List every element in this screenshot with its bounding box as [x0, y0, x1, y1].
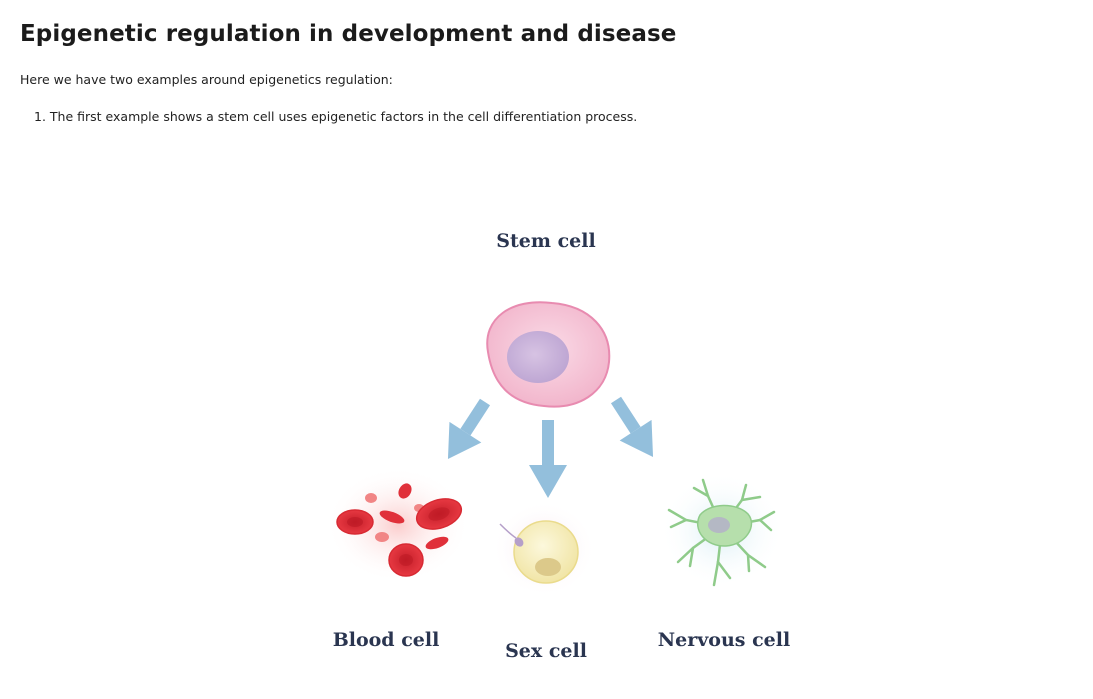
- blood-cell-label: Blood cell: [332, 629, 440, 651]
- arrow-to-sex-cell-icon: [529, 420, 567, 498]
- blood-cell-icon: [326, 467, 470, 583]
- example-list: 1. The first example shows a stem cell u…: [34, 109, 637, 124]
- arrow-to-nervous-cell-icon: [610, 396, 654, 458]
- nervous-cell-icon: [660, 472, 784, 588]
- sex-cell-icon: [492, 501, 596, 597]
- sex-cell-label: Sex cell: [505, 640, 587, 662]
- intro-text: Here we have two examples around epigene…: [20, 72, 393, 87]
- list-item-number: 1.: [34, 109, 46, 124]
- nervous-cell-label: Nervous cell: [657, 629, 791, 651]
- page-title: Epigenetic regulation in development and…: [20, 21, 677, 47]
- arrow-to-blood-cell-icon: [447, 398, 491, 460]
- list-item-text: The first example shows a stem cell uses…: [49, 109, 638, 124]
- list-item: 1. The first example shows a stem cell u…: [34, 109, 637, 124]
- stem-cell-icon: [486, 301, 611, 408]
- stem-cell-label: Stem cell: [496, 230, 596, 252]
